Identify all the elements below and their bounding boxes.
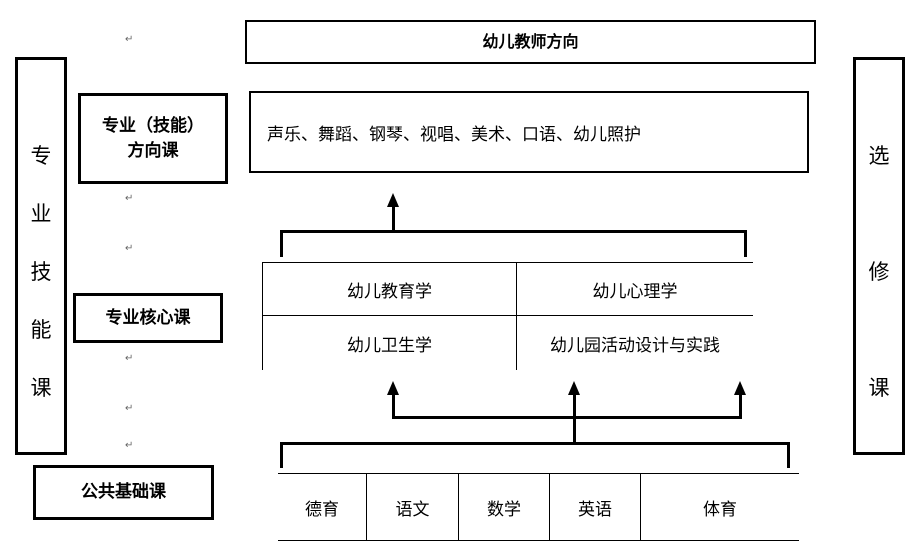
core-cell-2: 幼儿心理学 xyxy=(592,281,678,302)
paragraph-mark: ↵ xyxy=(125,403,134,414)
public-table-bottom-border xyxy=(278,540,799,541)
core-table-left-border xyxy=(262,262,263,370)
top-direction-box: 幼儿教师方向 xyxy=(245,20,816,64)
paragraph-mark: ↵ xyxy=(125,34,134,45)
arrow-to-core-center xyxy=(568,381,580,395)
public-table-divider-1 xyxy=(366,473,367,540)
direction-content-box: 声乐、舞蹈、钢琴、视唱、美术、口语、幼儿照护 xyxy=(249,91,809,173)
direction-content: 声乐、舞蹈、钢琴、视唱、美术、口语、幼儿照护 xyxy=(267,124,641,145)
core-course-label: 专业核心课 xyxy=(105,307,191,328)
core-bracket-right xyxy=(744,230,747,257)
public-course-label: 公共基础课 xyxy=(81,482,166,503)
arrow-to-core-right xyxy=(734,381,746,395)
right-vertical-box: 选 修 课 xyxy=(853,57,905,455)
arrow-to-core-left xyxy=(387,381,399,395)
left-vertical-box: 专 业 技 能 课 xyxy=(15,57,67,455)
core-cell-4: 幼儿园活动设计与实践 xyxy=(550,335,720,356)
left-vertical-char-1: 专 xyxy=(30,144,52,168)
core-bracket-left xyxy=(280,230,283,257)
public-cell-1: 德育 xyxy=(305,499,339,520)
public-bracket-left xyxy=(280,442,283,468)
public-table-divider-3 xyxy=(549,473,550,540)
paragraph-mark: ↵ xyxy=(125,243,134,254)
core-cell-3: 幼儿卫生学 xyxy=(347,335,432,356)
paragraph-mark: ↵ xyxy=(125,193,134,204)
right-vertical-char-3: 课 xyxy=(868,376,890,400)
public-cell-2: 语文 xyxy=(395,499,430,520)
right-vertical-char-2: 修 xyxy=(868,260,890,284)
paragraph-mark: ↵ xyxy=(125,440,134,451)
public-table-divider-2 xyxy=(458,473,459,540)
public-cell-4: 英语 xyxy=(578,499,612,520)
public-table-divider-4 xyxy=(640,473,641,540)
left-vertical-char-4: 能 xyxy=(30,318,52,342)
core-table-middle-border xyxy=(262,315,753,316)
core-table-top-border xyxy=(262,262,753,263)
public-course-label-box: 公共基础课 xyxy=(33,465,214,520)
direction-course-label: 专业（技能）方向课 xyxy=(102,115,204,161)
right-vertical-char-1: 选 xyxy=(868,144,890,168)
public-arrow-center-stem xyxy=(573,394,576,444)
public-cell-5: 体育 xyxy=(703,499,737,520)
arrow-to-direction xyxy=(387,193,399,207)
connector-core-to-direction-stem xyxy=(392,205,395,231)
left-vertical-char-3: 技 xyxy=(30,260,52,284)
public-bracket-right xyxy=(787,442,790,468)
core-bracket-top xyxy=(280,230,747,233)
public-arrow-left-stem xyxy=(392,394,395,419)
top-direction-label: 幼儿教师方向 xyxy=(482,32,579,52)
left-vertical-char-2: 业 xyxy=(30,202,52,226)
public-arrow-horizontal xyxy=(392,416,742,419)
left-vertical-char-5: 课 xyxy=(30,376,52,400)
core-cell-1: 幼儿教育学 xyxy=(347,281,432,302)
direction-course-label-box: 专业（技能）方向课 xyxy=(78,93,228,184)
public-arrow-right-stem xyxy=(739,394,742,419)
public-bracket-top xyxy=(280,442,790,445)
core-course-label-box: 专业核心课 xyxy=(73,293,223,343)
public-table-top-border xyxy=(278,473,799,474)
paragraph-mark: ↵ xyxy=(125,353,134,364)
public-cell-3: 数学 xyxy=(487,499,521,520)
core-table-divider xyxy=(516,262,517,370)
